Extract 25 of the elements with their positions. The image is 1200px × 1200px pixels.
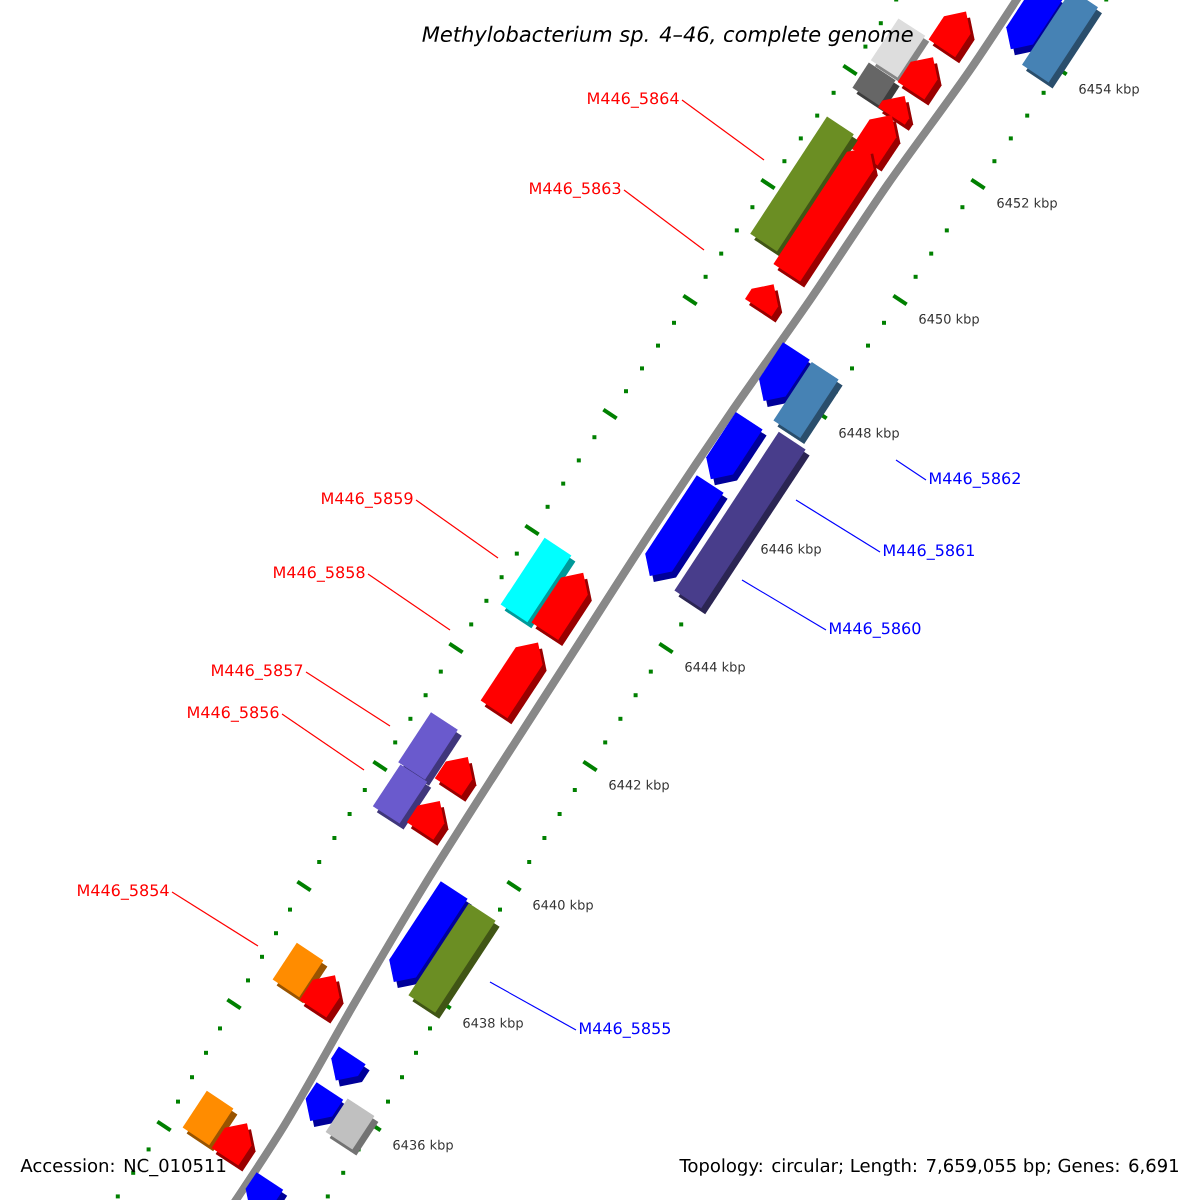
gene-label: M446_5854 xyxy=(78,884,169,900)
leader-line xyxy=(895,459,927,481)
genome-summary-text: Topology: circular; Length: 7,659,055 bp; Genes: 6,691 xyxy=(679,1158,1178,1176)
leader-line xyxy=(489,981,577,1031)
accession-text: Accession: NC_010511 xyxy=(20,1158,226,1177)
gene-label: M446_5857 xyxy=(212,664,303,680)
gene-label: M446_5858 xyxy=(274,566,365,582)
leader-line xyxy=(305,671,391,727)
leader-line xyxy=(741,579,827,631)
gene-label: M446_5864 xyxy=(588,92,679,108)
leader-line xyxy=(795,499,881,553)
gene-label: M446_5856 xyxy=(188,706,279,722)
gene-label: M446_5860 xyxy=(830,622,921,638)
gene-label: M446_5859 xyxy=(322,492,413,508)
gene-label: M446_5855 xyxy=(579,1022,671,1038)
leader-line xyxy=(623,189,705,251)
leader-line xyxy=(681,99,765,161)
leader-line xyxy=(415,499,499,559)
gene-label: M446_5863 xyxy=(530,182,621,198)
leader-line xyxy=(367,573,451,631)
leader-line xyxy=(281,713,365,771)
leader-line xyxy=(171,891,259,947)
gene-label: M446_5861 xyxy=(884,544,974,560)
gene-label: M446_5862 xyxy=(930,472,1020,488)
title: Methylobacterium sp. 4–46, complete genome xyxy=(422,25,913,47)
